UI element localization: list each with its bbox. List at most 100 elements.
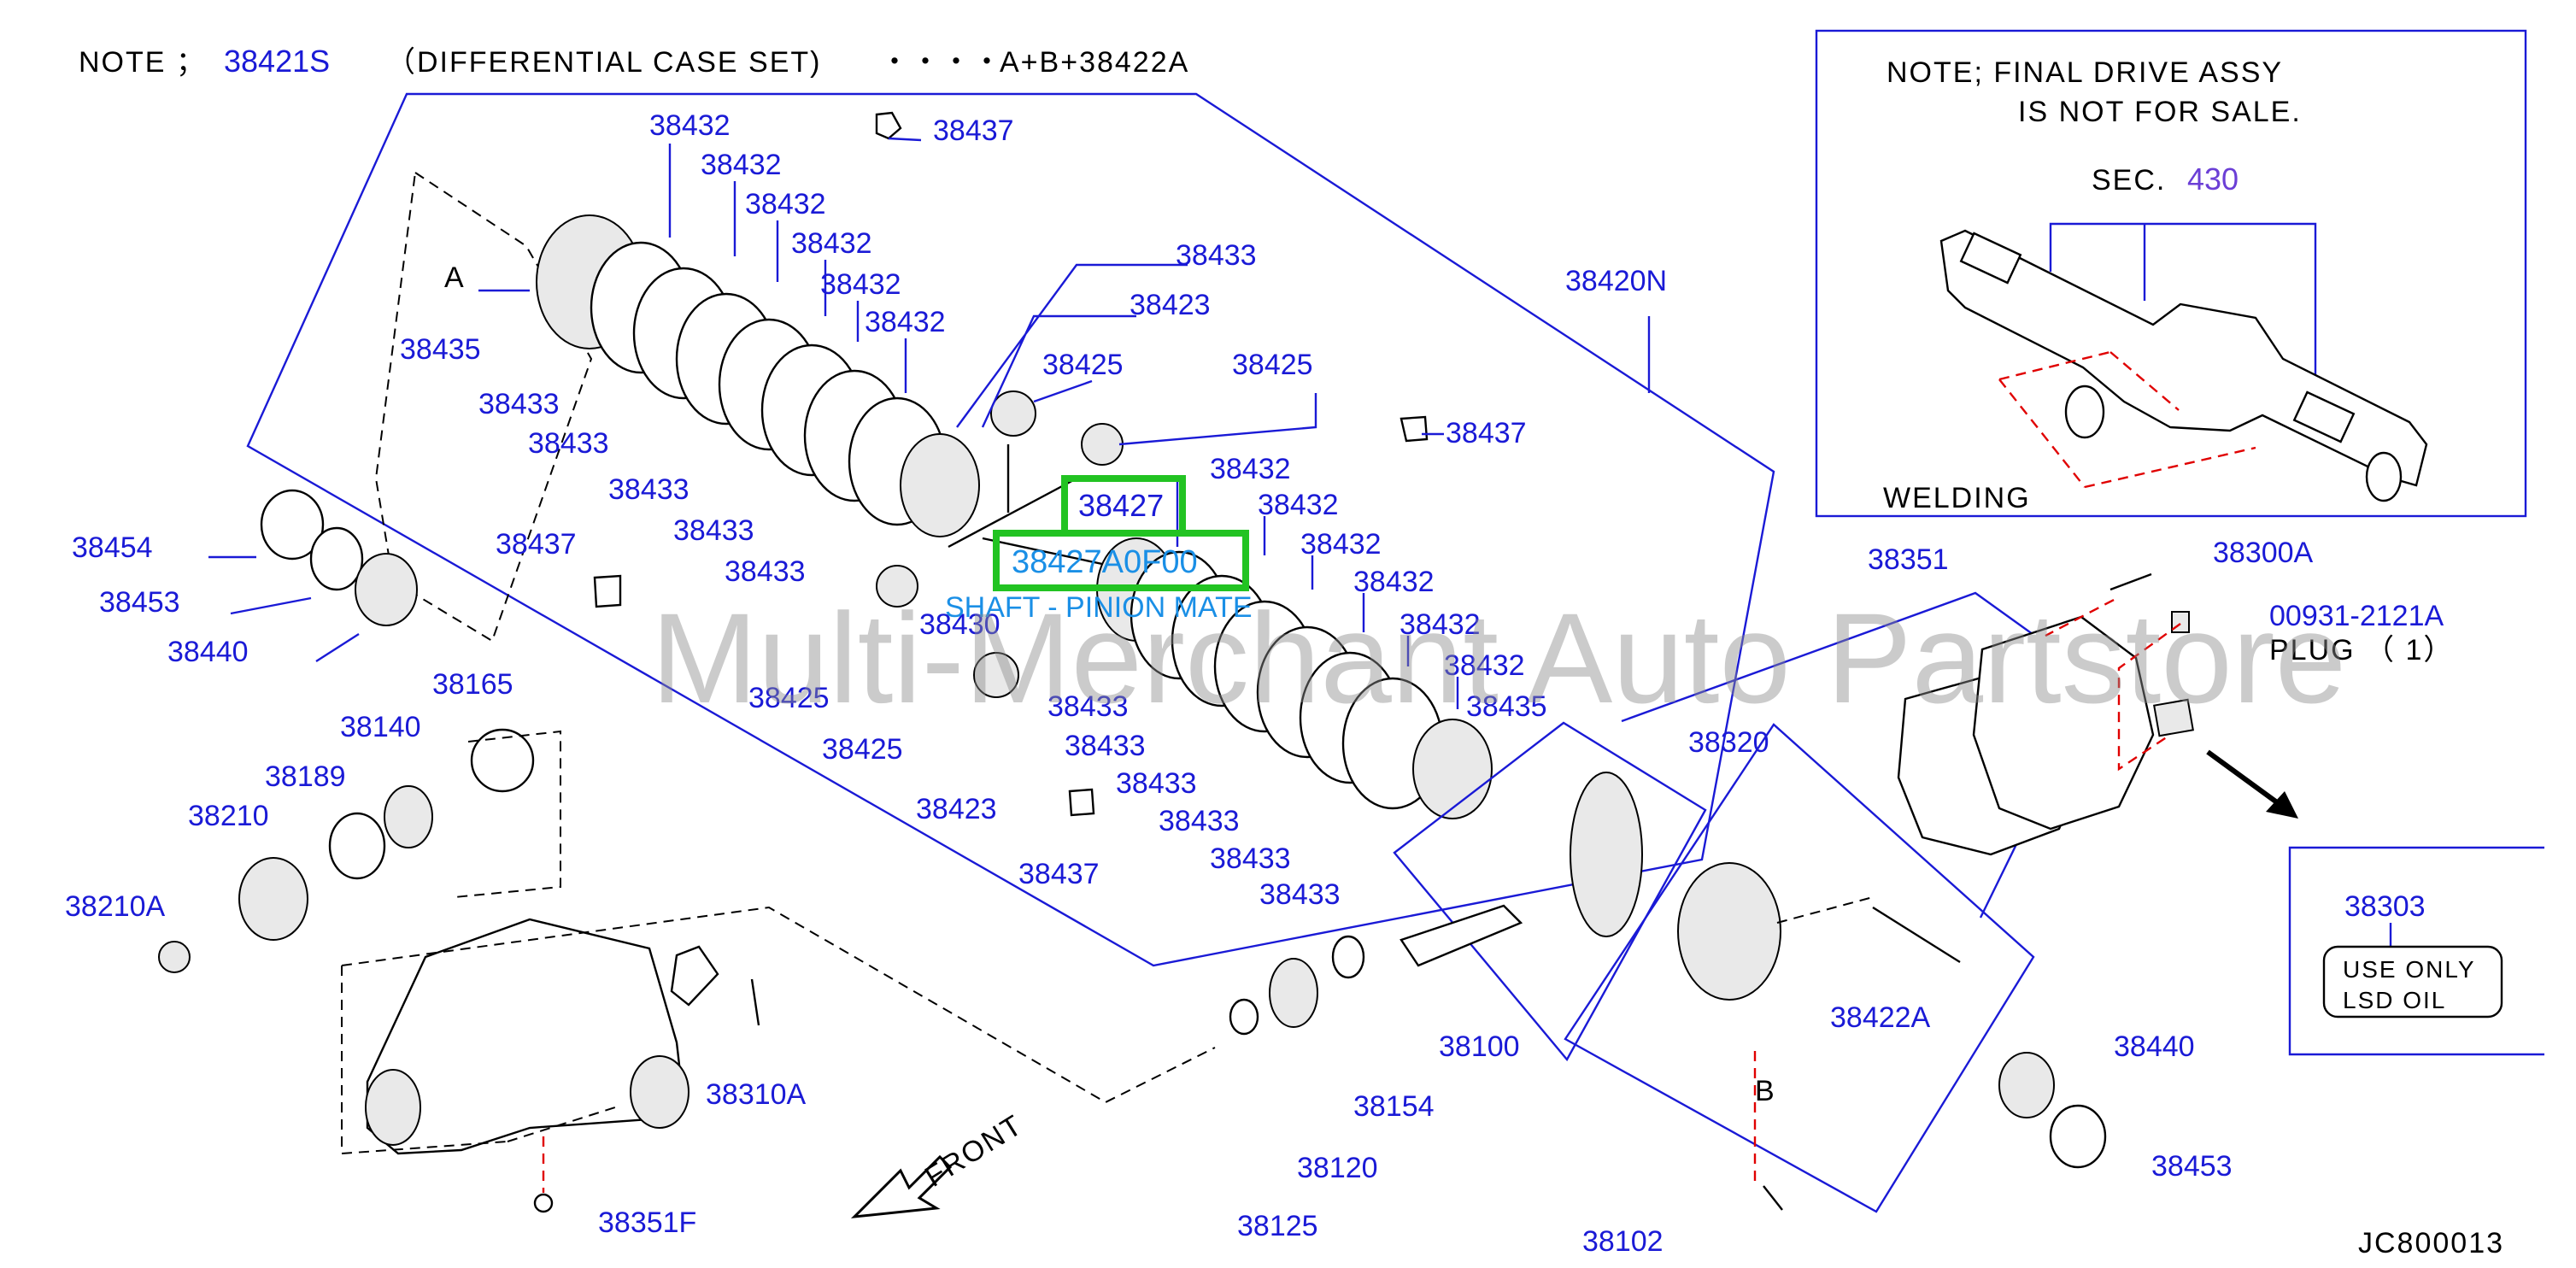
callout-c3[interactable]: 38432 — [745, 188, 826, 220]
shaft-pinion-mate-label: SHAFT - PINION MATE — [945, 591, 1253, 624]
callout-c6[interactable]: 38432 — [865, 306, 946, 338]
callout-c12[interactable]: 38433 — [608, 473, 689, 506]
note-formula: A+B+38422A — [1000, 46, 1189, 79]
callout-c35[interactable]: 38423 — [916, 793, 997, 825]
lsd-line1: USE ONLY — [2343, 956, 2476, 983]
pinion-mate-bottom — [973, 652, 1019, 698]
callout-c2[interactable]: 38432 — [701, 149, 782, 181]
callout-c58[interactable]: 38453 — [2151, 1150, 2233, 1183]
callout-c42[interactable]: 38433 — [1259, 878, 1341, 911]
inset-sec-label: SEC. — [2092, 164, 2166, 197]
thrust-block-bottom — [1068, 788, 1095, 817]
callout-c43[interactable]: 38165 — [432, 668, 513, 701]
callout-c18[interactable]: 38425 — [1232, 349, 1313, 381]
spacer-38165 — [470, 728, 535, 793]
callout-c51[interactable]: 38120 — [1297, 1152, 1378, 1184]
note-description: （DIFFERENTIAL CASE SET) — [386, 46, 821, 79]
callout-c10[interactable]: 38433 — [478, 388, 560, 420]
callout-c57[interactable]: 38440 — [2114, 1030, 2195, 1063]
watermark: Multi-Merchant Auto Partstore — [651, 586, 2346, 730]
diff-case-b — [1677, 862, 1781, 1001]
thrust-block-top — [1399, 415, 1429, 443]
sec-leader — [2049, 222, 2317, 410]
drive-pinion — [1399, 904, 1523, 967]
callout-c15[interactable]: 38433 — [1176, 239, 1257, 272]
top-note: NOTE ； 38421S （DIFFERENTIAL CASE SET) ・・… — [79, 44, 1189, 79]
note-part-number[interactable]: 38421S — [224, 44, 330, 79]
callout-c49[interactable]: 38351F — [598, 1206, 696, 1239]
lsd-oil-box: USE ONLY LSD OIL — [2288, 846, 2544, 1056]
callout-c38[interactable]: 38433 — [1065, 730, 1146, 762]
callout-c47[interactable]: 38210A — [65, 890, 166, 923]
callout-c63[interactable]: 38320 — [1688, 726, 1769, 759]
callout-c28[interactable]: 38454 — [72, 531, 153, 564]
callout-c36[interactable]: 38437 — [1018, 858, 1100, 890]
callout-c56[interactable]: 38102 — [1582, 1225, 1664, 1258]
callout-c11[interactable]: 38433 — [528, 427, 609, 460]
callout-c25[interactable]: 38432 — [1399, 608, 1481, 641]
callout-c37[interactable]: 38433 — [1047, 690, 1129, 723]
callout-c40[interactable]: 38433 — [1159, 805, 1240, 837]
highlight-part-38427[interactable]: 38427 — [1078, 488, 1164, 523]
callout-c62: PLUG （ 1） — [2269, 634, 2454, 666]
callout-c21[interactable]: 38432 — [1210, 453, 1291, 485]
front-label: FRONT — [919, 1108, 1029, 1194]
callout-c14[interactable]: 38433 — [725, 555, 806, 588]
callout-c53[interactable]: 38100 — [1439, 1030, 1520, 1063]
callout-c22[interactable]: 38432 — [1258, 489, 1339, 521]
callout-c16[interactable]: 38423 — [1130, 289, 1211, 321]
callout-c59[interactable]: 38351 — [1868, 543, 1949, 576]
callout-c9[interactable]: 38435 — [400, 333, 481, 366]
lsd-line2: LSD OIL — [2343, 987, 2446, 1013]
callout-c29[interactable]: 38453 — [99, 586, 180, 619]
pinion-mate-top — [990, 390, 1036, 437]
rear-cover-38351 — [1972, 615, 2155, 831]
label-plate — [2153, 698, 2194, 737]
bearing-38120 — [1269, 958, 1318, 1028]
diff-case-set-outline — [246, 92, 1775, 967]
pointer-arrow-head — [2266, 791, 2298, 819]
callout-c30[interactable]: 38440 — [167, 636, 249, 668]
callout-c20[interactable]: 38420N — [1565, 265, 1667, 297]
callout-c31[interactable]: 38437 — [496, 528, 577, 561]
callout-c64[interactable]: 38303 — [2344, 890, 2426, 923]
callout-c46[interactable]: 38210 — [188, 800, 269, 832]
pinion-assembly — [593, 111, 1429, 817]
callout-c5[interactable]: 38432 — [820, 268, 901, 301]
callout-c52[interactable]: 38154 — [1353, 1090, 1435, 1123]
callout-c17[interactable]: 38425 — [1042, 349, 1124, 381]
callout-c13[interactable]: 38433 — [673, 514, 754, 547]
callout-c32[interactable]: 38430 — [919, 608, 1000, 641]
ring-gear-box — [1393, 721, 1707, 1062]
callout-c24[interactable]: 38432 — [1353, 566, 1435, 598]
bearing-38440-right — [1998, 1052, 2055, 1118]
callout-c54[interactable]: 38422A — [1830, 1001, 1931, 1034]
highlight-part-38427a0f00[interactable]: 38427A0F00 — [1012, 544, 1198, 580]
callout-c8: A — [444, 261, 466, 294]
callout-c34[interactable]: 38425 — [822, 733, 903, 766]
callout-c23[interactable]: 38432 — [1300, 528, 1382, 561]
callout-c4[interactable]: 38432 — [791, 227, 872, 260]
inset-sec-number[interactable]: 430 — [2187, 161, 2239, 197]
spring-pad-right — [2292, 390, 2356, 443]
callout-c50[interactable]: 38125 — [1237, 1210, 1318, 1242]
callout-c45[interactable]: 38189 — [265, 760, 346, 793]
callout-c33[interactable]: 38425 — [748, 682, 830, 714]
clutch-pack-left — [536, 214, 980, 537]
callout-c19[interactable]: 38437 — [1446, 417, 1527, 449]
callout-c26[interactable]: 38432 — [1444, 649, 1525, 682]
callout-c61[interactable]: 00931-2121A — [2269, 600, 2444, 632]
inset-frame — [1815, 29, 2527, 518]
thrust-block-left — [593, 574, 622, 608]
callout-c60[interactable]: 38300A — [2213, 537, 2314, 569]
callout-c39[interactable]: 38433 — [1116, 767, 1197, 800]
callout-c7[interactable]: 38437 — [933, 114, 1014, 147]
callout-c44[interactable]: 38140 — [340, 711, 421, 743]
note-dots: ・・・・ — [880, 46, 1003, 79]
callout-c27[interactable]: 38435 — [1466, 690, 1547, 723]
diff-case-box — [1564, 723, 2035, 1213]
callout-c48[interactable]: 38310A — [706, 1078, 807, 1111]
callout-c41[interactable]: 38433 — [1210, 842, 1291, 875]
callout-c1[interactable]: 38432 — [649, 109, 731, 142]
cap-bolt-38310a — [750, 978, 760, 1026]
